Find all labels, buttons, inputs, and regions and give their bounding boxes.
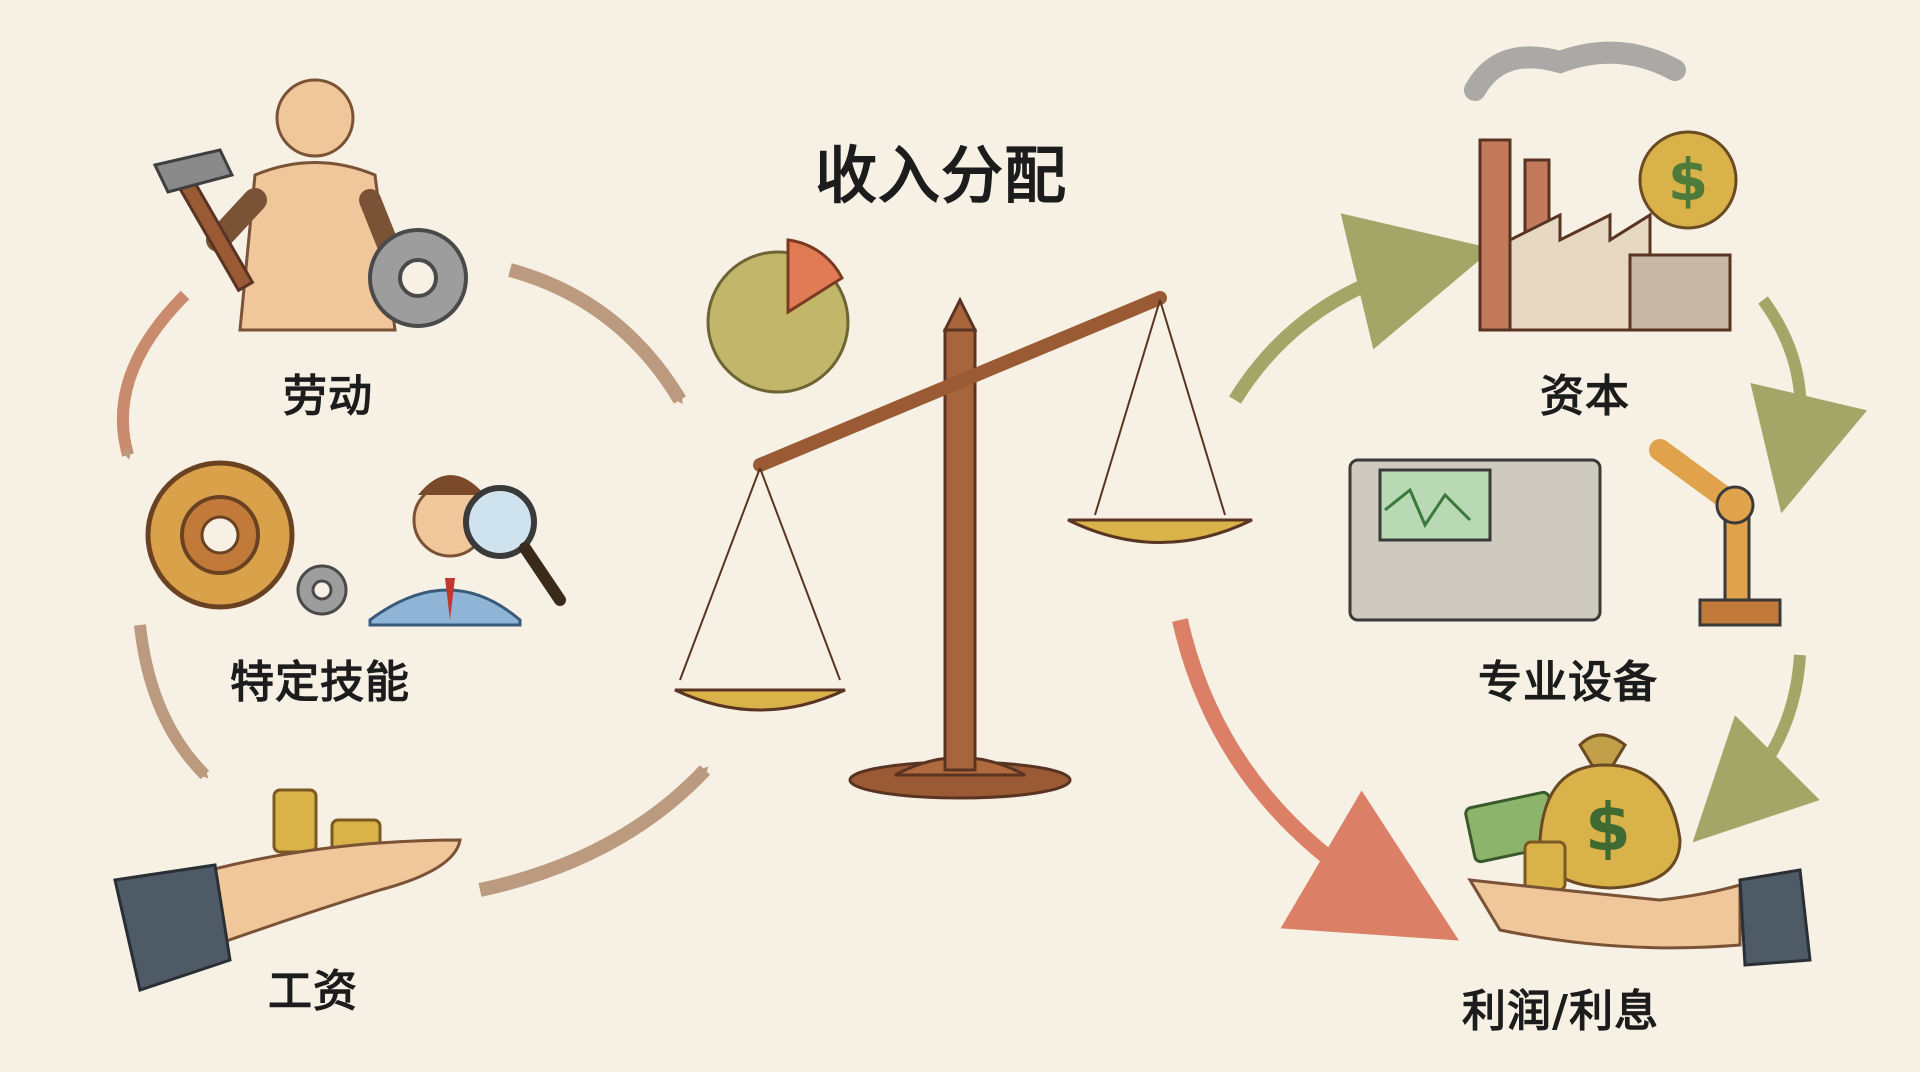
labor-worker-icon (206, 78, 401, 332)
open-hand-wages-icon (113, 838, 462, 992)
flow-arrows (116, 213, 1868, 941)
label-profit-interest: 利润/利息 (1462, 986, 1660, 1037)
arrow-scale-to-profit (1172, 618, 1459, 941)
arrow-labor-to-scale (508, 263, 687, 405)
profit-coin-stack-icon (1523, 840, 1567, 892)
hammer-icon (152, 148, 255, 293)
large-gear-icon (145, 460, 295, 610)
label-wages: 工资 (268, 966, 358, 1017)
label-labor: 劳动 (283, 371, 373, 422)
small-gear-icon (296, 564, 348, 616)
arrow-capital-to-equipment (1750, 296, 1868, 514)
money-bag-icon: $ (1538, 733, 1682, 890)
open-hand-profit-icon (1467, 868, 1812, 967)
label-specialized-equipment: 专业设备 (1478, 657, 1658, 708)
arrow-labor-to-skills (116, 290, 190, 460)
label-capital: 资本 (1540, 371, 1630, 422)
machine-console-icon (1348, 458, 1602, 622)
diagram-title: 收入分配 (815, 139, 1068, 212)
arrow-wages-to-scale (478, 765, 711, 897)
arrow-equipment-to-profit (1692, 654, 1820, 843)
arrow-scale-to-capital (1229, 213, 1494, 404)
pie-chart-icon (706, 238, 850, 394)
dollar-speech-bubble-icon: $ (1638, 130, 1738, 230)
balance-scale-icon (674, 291, 1253, 800)
label-specific-skills: 特定技能 (230, 657, 410, 708)
magnifying-glass-icon (463, 485, 566, 606)
dollar-sign-bag: $ (1585, 789, 1631, 866)
factory-icon (1464, 41, 1732, 332)
robotic-arm-icon (1649, 439, 1782, 627)
arrow-skills-to-wages (134, 624, 210, 780)
gear-icon (368, 228, 468, 328)
dollar-sign-factory: $ (1668, 146, 1708, 214)
